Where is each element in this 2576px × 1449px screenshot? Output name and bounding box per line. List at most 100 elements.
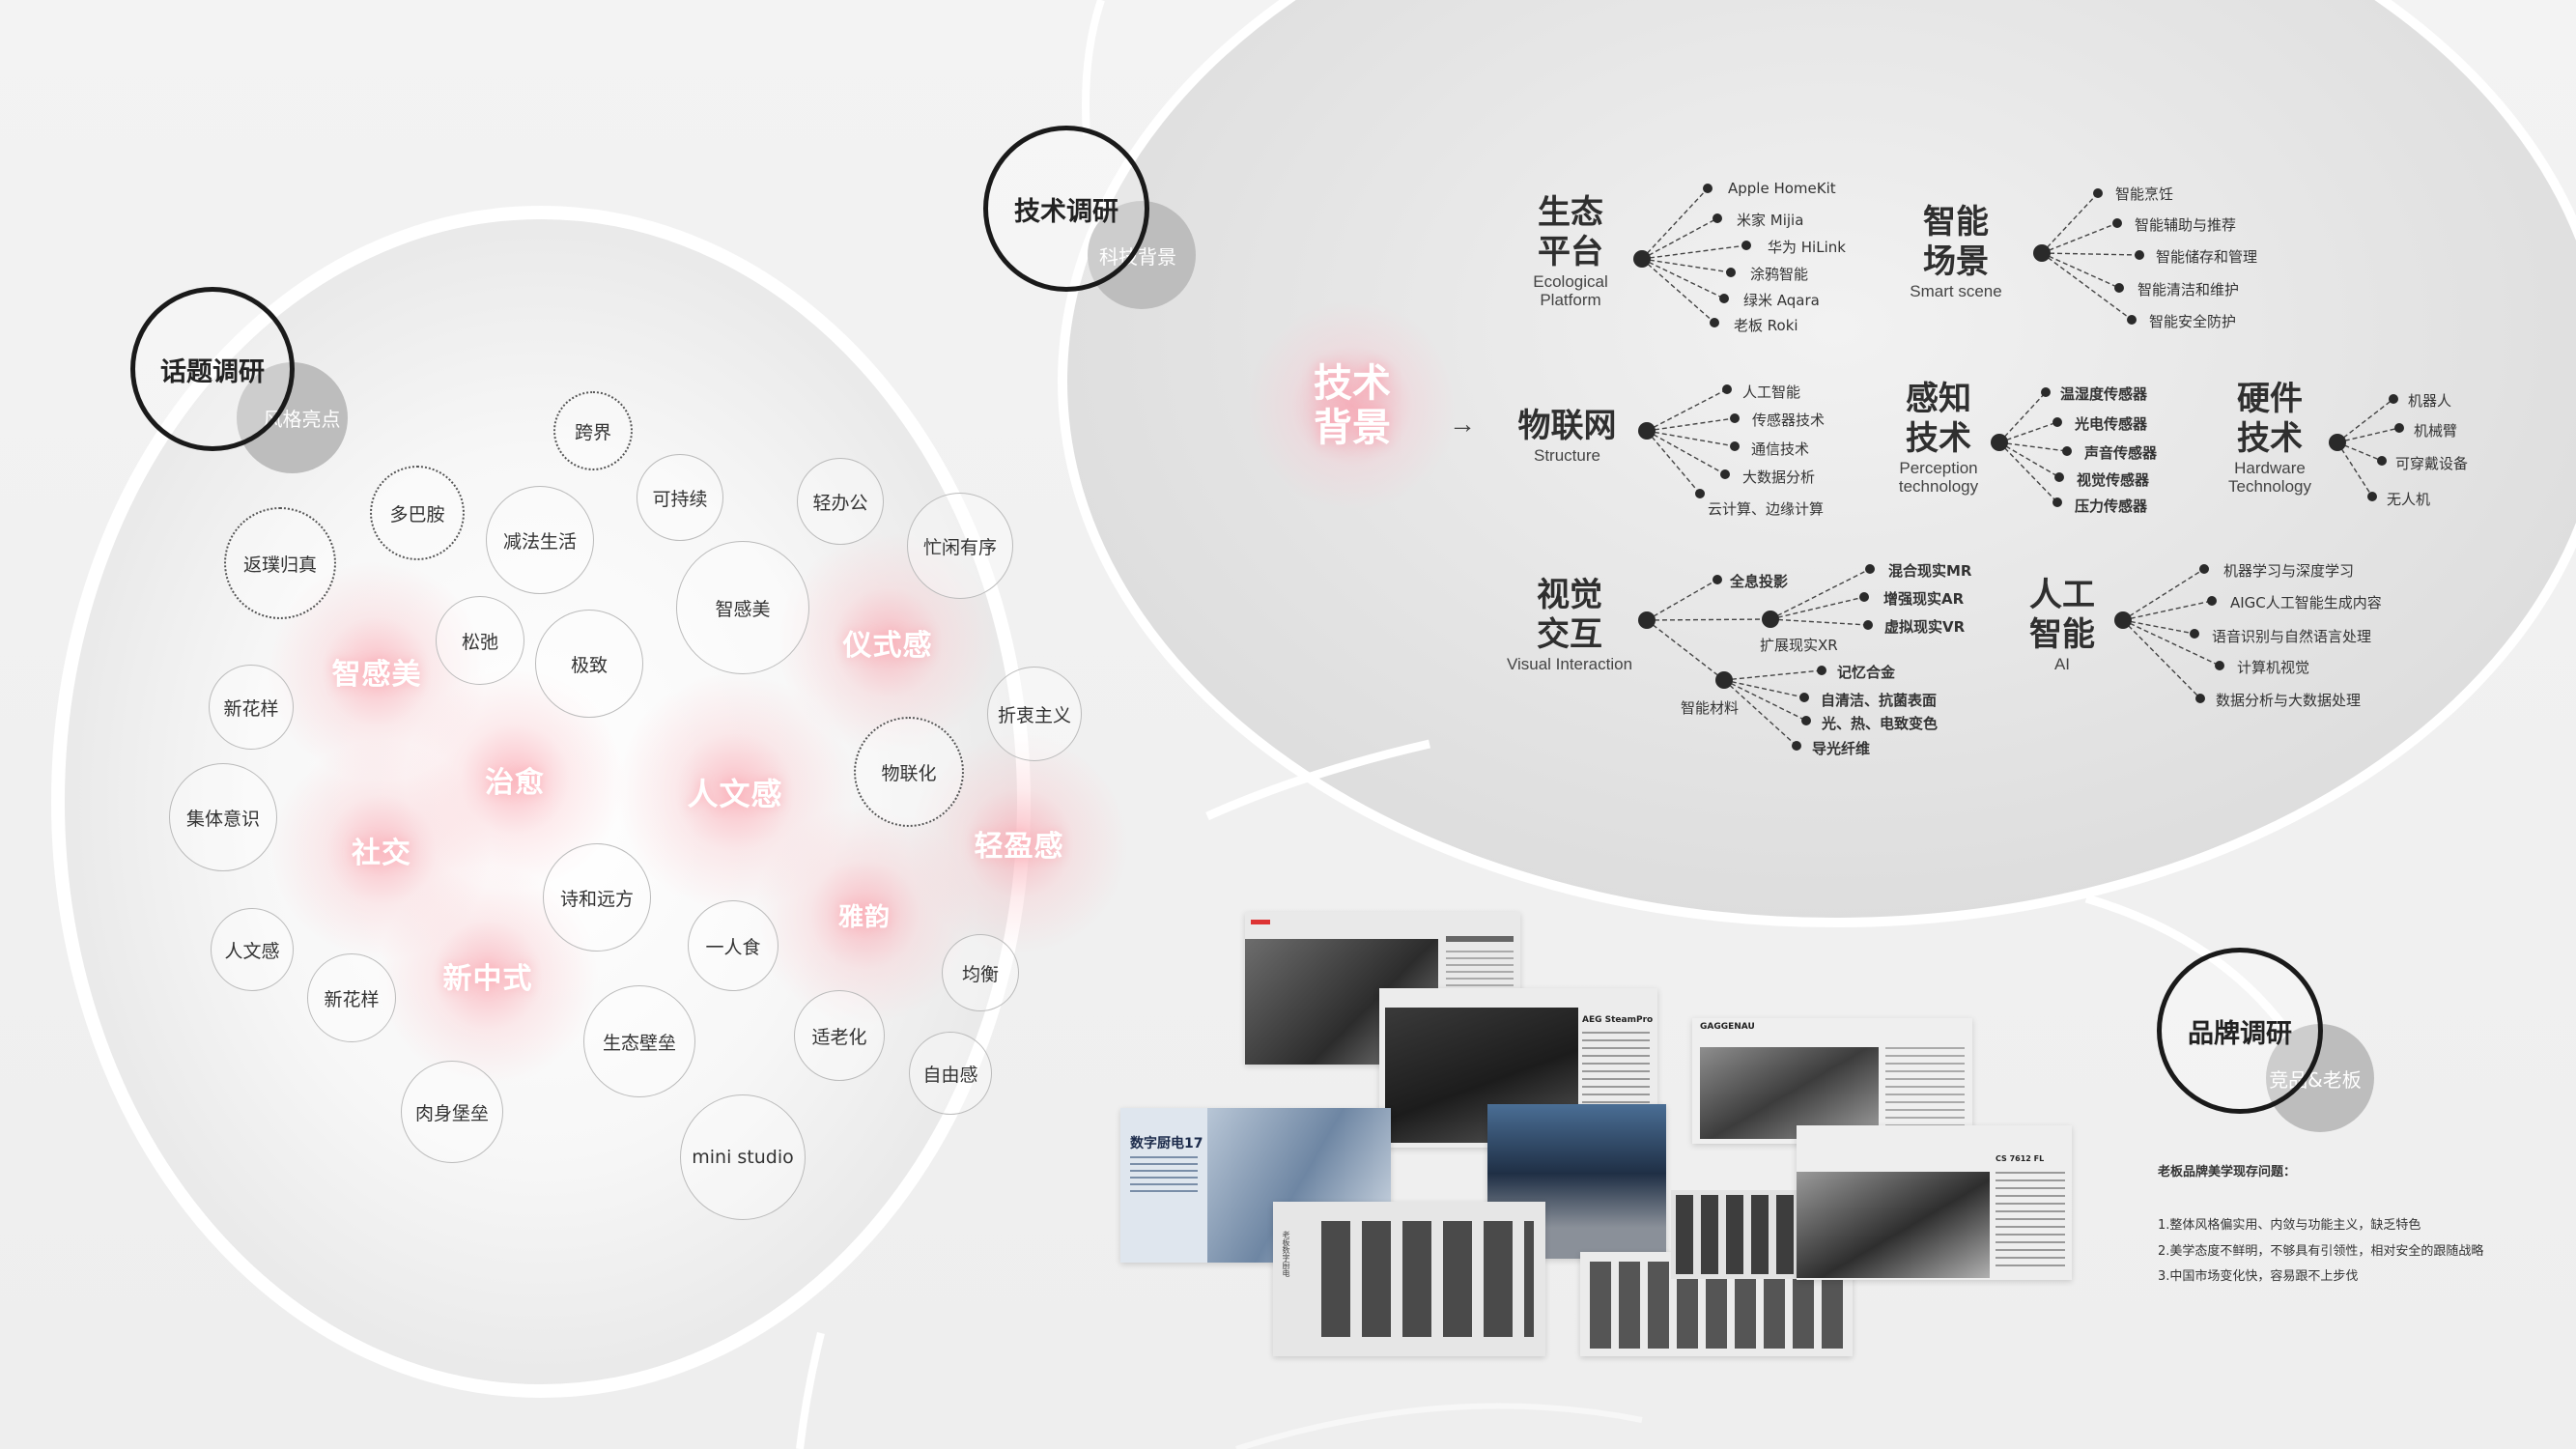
leaf-dot — [2054, 472, 2064, 482]
board-title: GAGGENAU — [1700, 1022, 1755, 1032]
leaf-dot — [2112, 218, 2122, 228]
highlight-label: 治愈 — [485, 766, 545, 800]
category-subtitle: Perception technology — [1898, 459, 1979, 496]
leaf-perception: 温湿度传感器 — [2060, 385, 2148, 403]
brand-logo-mark — [1251, 920, 1270, 924]
leaf-dot — [1863, 620, 1873, 630]
category-title: 智能 场景 — [1923, 203, 1989, 281]
branch-line — [2041, 252, 2140, 256]
leaf-perception: 光电传感器 — [2075, 415, 2148, 433]
keyword-bubble: 物联化 — [854, 717, 964, 827]
keyword-bubble: 一人食 — [688, 900, 778, 991]
leaf-dot — [2195, 694, 2205, 703]
leaf-dot — [2052, 417, 2062, 427]
brand-board: GAGGENAU — [1692, 1018, 1972, 1144]
category-title: 人工 智能 — [2029, 576, 2095, 654]
leaf-hardware: 可穿戴设备 — [2395, 455, 2469, 472]
kitchen-photo — [1797, 1172, 1990, 1278]
category-smart: 智能 场景 Smart scene — [1893, 203, 2019, 300]
hub-node — [2033, 244, 2051, 262]
brand-issue: 2.美学态度不鲜明，不够具有引领性，相对安全的跟随战略 — [2158, 1244, 2484, 1259]
brand-title-ring: 品牌调研 — [2157, 948, 2323, 1114]
text-line — [1446, 936, 1514, 942]
topic-title-ring: 话题调研 — [130, 287, 295, 451]
leaf-iot: 云计算、边缘计算 — [1708, 500, 1825, 518]
leaf-dot — [1741, 241, 1751, 250]
leaf-perception: 压力传感器 — [2075, 497, 2148, 515]
branch-line — [2336, 398, 2394, 443]
tech-title: 技术调研 — [1014, 196, 1118, 227]
leaf-ai: 语音识别与自然语言处理 — [2212, 628, 2372, 645]
branch-line — [2336, 441, 2373, 497]
swoosh-line — [1235, 1403, 1643, 1449]
leaf-dot — [1859, 592, 1869, 602]
leaf-xr: 虚拟现实VR — [1884, 618, 1966, 636]
board-title: 老板数字厨电 — [1282, 1231, 1290, 1277]
leaf-xr: 混合现实MR — [1888, 562, 1972, 580]
keyword-bubble: 轻办公 — [797, 458, 884, 545]
leaf-dot — [2207, 596, 2217, 606]
leaf-dot — [1730, 441, 1740, 451]
highlight-label: 仪式感 — [842, 629, 933, 663]
category-title: 感知 技术 — [1906, 380, 1971, 458]
leaf-smart: 智能储存和管理 — [2156, 248, 2258, 266]
branch-line — [1998, 421, 2058, 443]
branch-line — [1641, 258, 1715, 324]
highlight-glow: 雅韵 — [753, 804, 976, 1026]
keyword-bubble: 折衷主义 — [987, 667, 1082, 761]
board-title: 数字厨电17 — [1130, 1136, 1203, 1151]
leaf-smart: 智能清洁和维护 — [2137, 281, 2240, 298]
leaf-visual: 扩展现实XR — [1760, 637, 1838, 654]
leaf-dot — [1730, 413, 1740, 423]
leaf-smart: 智能安全防护 — [2149, 313, 2237, 330]
branch-line — [1723, 669, 1823, 681]
leaf-dot — [1713, 213, 1722, 223]
highlight-label: 智感美 — [331, 658, 422, 692]
branch-line — [1769, 618, 1869, 626]
highlight-label: 新中式 — [442, 962, 533, 996]
hub-node — [2114, 611, 2132, 629]
branch-line — [1646, 417, 1736, 432]
leaf-dot — [1713, 575, 1722, 584]
leaf-material: 光、热、电致变色 — [1822, 715, 1939, 732]
board-title: AEG SteamPro — [1582, 1015, 1654, 1025]
tech-background-disc — [1058, 0, 2576, 927]
brand-board: 老板数字厨电 — [1273, 1202, 1545, 1356]
leaf-dot — [1722, 384, 1732, 394]
cooktop-photo — [1700, 1047, 1879, 1139]
keyword-bubble: 适老化 — [794, 990, 885, 1081]
leaf-dot — [2367, 492, 2377, 501]
leaf-dot — [2377, 456, 2387, 466]
keyword-bubble: 新花样 — [209, 665, 294, 750]
branch-line — [2041, 252, 2133, 321]
brand-title: 品牌调研 — [2188, 1018, 2292, 1049]
category-title: 视觉 交互 — [1537, 576, 1602, 654]
category-ai: 人工 智能 AI — [1999, 576, 2125, 673]
leaf-dot — [2199, 564, 2209, 574]
leaf-dot — [1817, 666, 1826, 675]
keyword-bubble: 松弛 — [436, 596, 524, 685]
keyword-bubble: mini studio — [680, 1094, 806, 1220]
leaf-dot — [1695, 489, 1705, 498]
hub-node — [1715, 671, 1733, 689]
leaf-hardware: 机器人 — [2408, 392, 2452, 410]
keyword-bubble: 跨界 — [553, 391, 633, 470]
leaf-ai: 数据分析与大数据处理 — [2216, 692, 2362, 709]
keyword-bubble: 诗和远方 — [543, 843, 651, 952]
board-title: CS 7612 FL — [1996, 1154, 2045, 1163]
leaf-eco: Apple HomeKit — [1728, 180, 1836, 197]
category-title: 硬件 技术 — [2237, 380, 2303, 458]
leaf-dot — [2127, 315, 2137, 325]
leaf-dot — [1710, 318, 1719, 327]
tech-center-glow: 技术 背景 — [1246, 299, 1458, 512]
category-visual: 视觉 交互 Visual Interaction — [1487, 576, 1652, 673]
leaf-ai: 计算机视觉 — [2237, 659, 2310, 676]
branch-line — [2122, 619, 2221, 667]
branch-line — [1998, 391, 2047, 443]
keyword-bubble: 人文感 — [211, 908, 294, 991]
leaf-dot — [2041, 387, 2051, 397]
keyword-bubble: 均衡 — [942, 934, 1019, 1011]
leaf-eco: 米家 Mijia — [1737, 212, 1804, 229]
hub-node — [1633, 250, 1651, 268]
tech-center-label: 技术 背景 — [1314, 361, 1391, 450]
